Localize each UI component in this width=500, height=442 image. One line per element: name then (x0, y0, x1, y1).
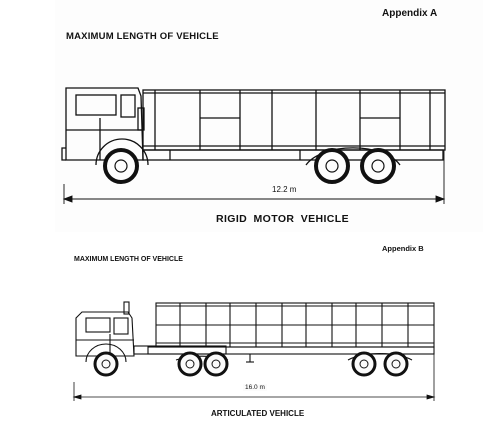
rigid-chassis (142, 149, 444, 161)
appendix-a-panel (55, 0, 483, 232)
appendix-a-title: MAXIMUM LENGTH OF VEHICLE (66, 31, 219, 42)
appendix-b-title: MAXIMUM LENGTH OF VEHICLE (74, 256, 183, 263)
articulated-vehicle-caption: ARTICULATED VEHICLE (211, 409, 305, 418)
rigid-cab (65, 87, 144, 161)
appendix-a-label: Appendix A (382, 8, 438, 19)
appendix-b-label: Appendix B (382, 244, 424, 253)
articulated-dimension-label: 16.0 m (243, 384, 267, 391)
rigid-dimension-label: 12.2 m (270, 185, 299, 194)
articulated-vehicle-drawing (75, 301, 435, 363)
articulated-cab (75, 311, 135, 357)
rigid-vehicle-caption: RIGID MOTOR VEHICLE (216, 213, 349, 225)
